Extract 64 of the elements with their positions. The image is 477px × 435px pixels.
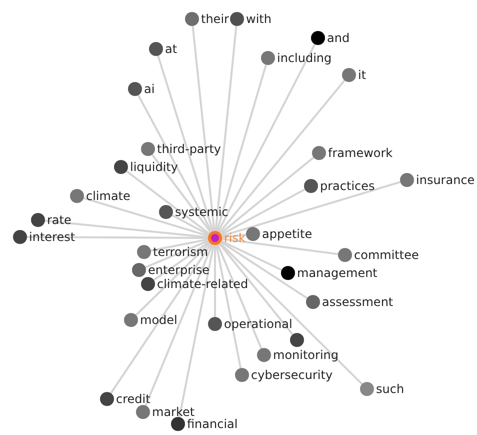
node-label: appetite <box>262 226 312 242</box>
connector-line <box>135 242 211 316</box>
node-label: systemic <box>175 204 228 220</box>
node-label: insurance <box>416 172 475 188</box>
node-label: ai <box>144 82 155 96</box>
connector-line <box>144 244 214 406</box>
connector-line <box>178 244 215 418</box>
connector-line <box>220 241 308 299</box>
node-label: such <box>376 382 404 396</box>
node-label: enterprise <box>148 262 210 278</box>
node-label: cybersecurity <box>251 368 333 382</box>
node-label: terrorism <box>153 244 208 260</box>
connector-line <box>151 154 212 233</box>
connector-line <box>216 64 267 232</box>
node-label: with <box>246 12 272 26</box>
node-label: financial <box>187 416 238 432</box>
node-label: management <box>297 266 378 280</box>
connector-line <box>216 244 262 349</box>
connector-line <box>145 240 209 268</box>
node-label: and <box>327 30 350 46</box>
connector-line <box>221 181 401 237</box>
node-label: it <box>358 68 366 82</box>
connector-line <box>27 236 208 239</box>
connector-line <box>126 170 210 235</box>
connector-line <box>214 245 216 317</box>
connector-line <box>219 242 363 385</box>
connector-line <box>222 234 246 238</box>
connector-line <box>220 156 314 234</box>
node-label: framework <box>328 146 393 160</box>
connector-line <box>220 240 282 271</box>
connector-line <box>150 238 208 252</box>
node-label: interest <box>29 230 76 244</box>
connector-line <box>214 26 238 232</box>
node-label: model <box>140 312 178 328</box>
node-label: committee <box>354 248 419 262</box>
connector-line <box>83 197 209 237</box>
connector-line <box>153 241 210 281</box>
node-label: credit <box>116 392 150 406</box>
connector-line <box>217 44 316 232</box>
node-label: rate <box>47 212 72 228</box>
node-label: their <box>201 12 229 26</box>
node-label: climate <box>86 188 130 204</box>
connector-line <box>192 26 216 232</box>
connector-line <box>218 80 346 234</box>
node-label: including <box>277 50 332 66</box>
connector-line <box>157 55 214 232</box>
node-label: monitoring <box>273 348 339 362</box>
node-label: market <box>152 404 195 418</box>
node-label: liquidity <box>130 160 178 174</box>
node-label: practices <box>320 178 375 194</box>
connector-line <box>172 214 210 236</box>
node-label: operational <box>224 316 292 332</box>
connector-line <box>218 242 294 336</box>
node-label: at <box>165 42 178 56</box>
connector-line <box>222 238 338 256</box>
connector-line <box>215 244 242 368</box>
node-label: assessment <box>322 294 394 310</box>
connector-line <box>137 94 213 232</box>
connector-line <box>110 243 212 394</box>
node-label: third-party <box>157 142 222 156</box>
node-label: climate-related <box>157 276 248 292</box>
connector-line <box>220 188 306 236</box>
connector-line <box>44 220 208 238</box>
node-label: risk <box>224 230 246 246</box>
